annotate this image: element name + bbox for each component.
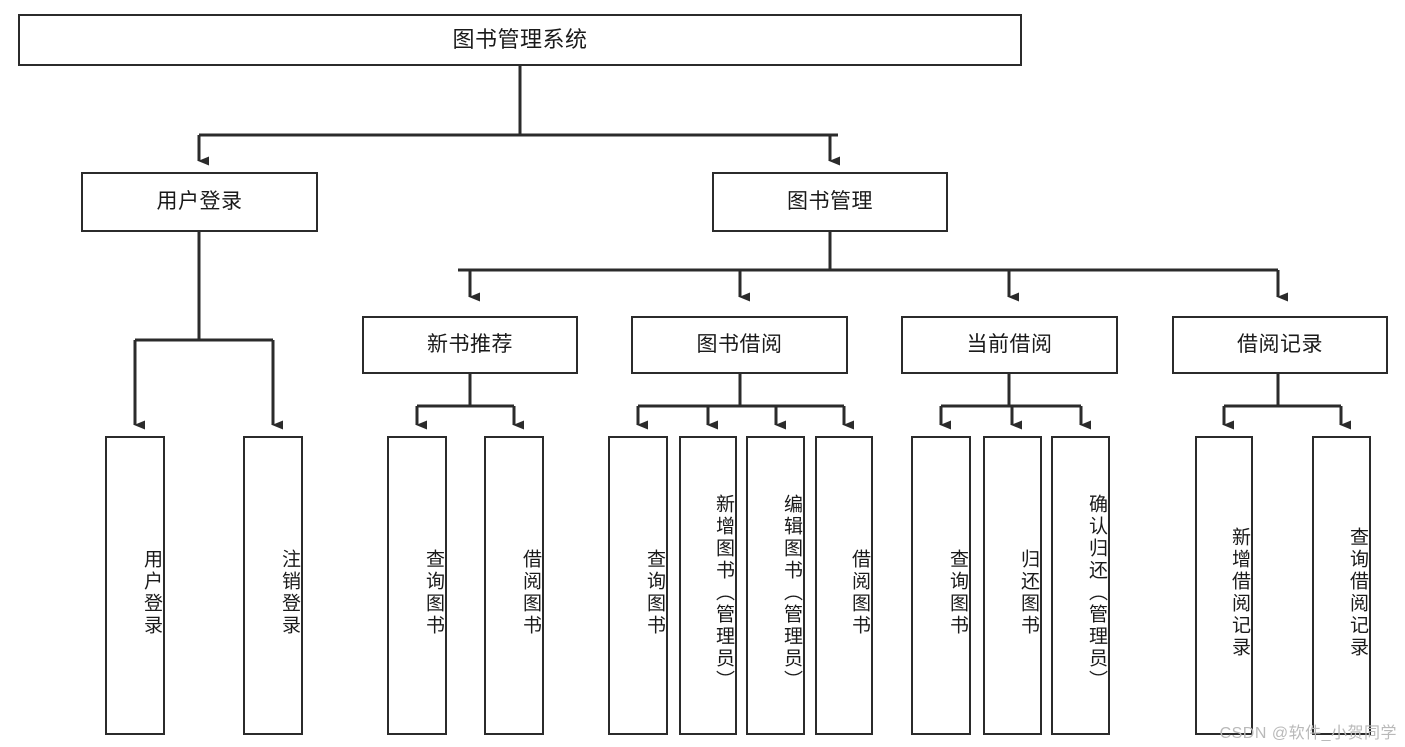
node-current-borrow[interactable]: 当前借阅 — [901, 316, 1118, 374]
leaf-query-books-borrow[interactable]: 查询图书 — [608, 436, 668, 735]
node-root-system[interactable]: 图书管理系统 — [18, 14, 1022, 66]
leaf-user-login[interactable]: 用户登录 — [105, 436, 165, 735]
node-new-book-recommend[interactable]: 新书推荐 — [362, 316, 578, 374]
leaf-confirm-return-admin[interactable]: 确认归还（管理员） — [1051, 436, 1110, 735]
node-user-login[interactable]: 用户登录 — [81, 172, 318, 232]
leaf-query-borrow-record[interactable]: 查询借阅记录 — [1312, 436, 1371, 735]
leaf-logout[interactable]: 注销登录 — [243, 436, 303, 735]
leaf-query-books-recommend[interactable]: 查询图书 — [387, 436, 447, 735]
leaf-return-books[interactable]: 归还图书 — [983, 436, 1042, 735]
leaf-borrow-books-recommend[interactable]: 借阅图书 — [484, 436, 544, 735]
leaf-add-book-admin[interactable]: 新增图书（管理员） — [679, 436, 737, 735]
node-borrow-records[interactable]: 借阅记录 — [1172, 316, 1388, 374]
node-book-borrow[interactable]: 图书借阅 — [631, 316, 848, 374]
leaf-query-books-current[interactable]: 查询图书 — [911, 436, 971, 735]
csdn-watermark: CSDN @软件_小贺同学 — [1219, 725, 1397, 742]
leaf-borrow-books[interactable]: 借阅图书 — [815, 436, 873, 735]
node-book-management[interactable]: 图书管理 — [712, 172, 948, 232]
leaf-edit-book-admin[interactable]: 编辑图书（管理员） — [746, 436, 805, 735]
leaf-add-borrow-record[interactable]: 新增借阅记录 — [1195, 436, 1253, 735]
